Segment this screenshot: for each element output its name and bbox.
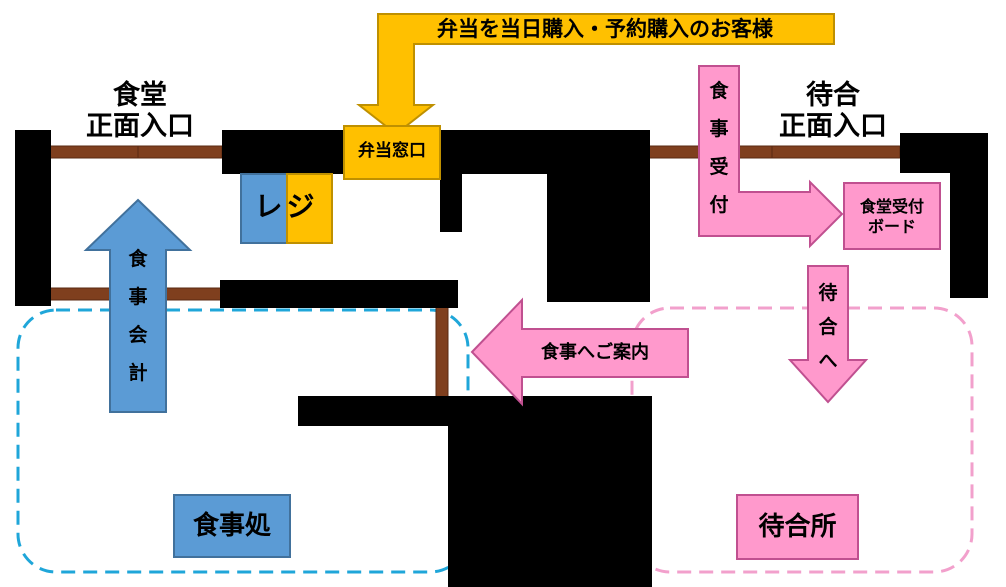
side-door <box>435 305 449 399</box>
meal-guide-arrow <box>470 297 689 407</box>
register-yellow <box>286 173 333 244</box>
bento-window-box <box>343 125 441 180</box>
waiting-area-outline <box>630 306 974 574</box>
register-label: レジ <box>254 190 319 223</box>
dining-entrance-door <box>49 145 223 159</box>
reception-board-box <box>843 182 941 250</box>
waiting-area-box <box>736 494 859 560</box>
register-blue <box>240 173 288 244</box>
bento-window-label: 弁当窓口 <box>358 141 426 161</box>
dining-area-box <box>173 494 291 558</box>
bento-customers-arrow <box>356 13 835 136</box>
dining-entrance-label: 食堂 正面入口 <box>86 80 194 142</box>
to-waiting-label: 待合へ <box>818 282 838 372</box>
meal-reception-label: 食事受付 <box>709 80 729 216</box>
meal-guide-label: 食事へご案内 <box>541 342 649 363</box>
to-waiting-arrow <box>787 265 869 404</box>
doors <box>49 145 901 399</box>
bento-customers-label: 弁当を当日購入・予約購入のお客様 <box>437 17 773 41</box>
reception-board-label: 食堂受付 ボード <box>859 197 924 236</box>
waiting-area-label: 待合所 <box>758 512 837 542</box>
dining-area-outline <box>16 308 470 574</box>
meal-reception-arrow <box>698 65 844 249</box>
waiting-entrance-label: 待合 正面入口 <box>779 80 887 142</box>
meal-payment-label: 食事会計 <box>128 248 148 384</box>
meal-payment-arrow <box>83 198 193 413</box>
dining-area-label: 食事処 <box>192 511 271 541</box>
waiting-entrance-door <box>647 145 901 159</box>
walls <box>15 130 988 587</box>
